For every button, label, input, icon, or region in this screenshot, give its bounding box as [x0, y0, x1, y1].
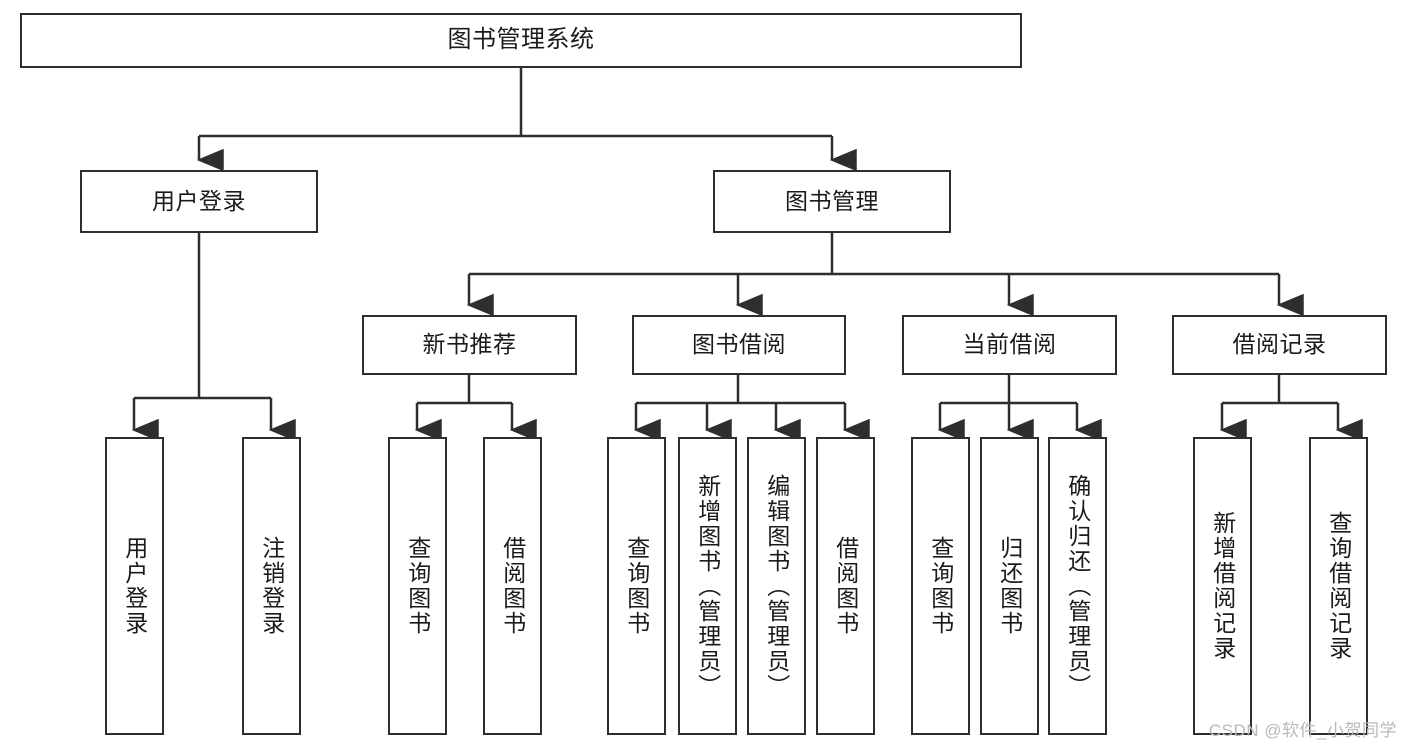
leaf-query-book-new[interactable]: 查询图书 — [388, 437, 447, 735]
leaf-confirm-return-admin[interactable]: 确认归还（管理员） — [1048, 437, 1107, 735]
leaf-query-borrow-record[interactable]: 查询借阅记录 — [1309, 437, 1368, 735]
node-book-management[interactable]: 图书管理 — [713, 170, 951, 233]
node-label: 查询借阅记录 — [1325, 511, 1352, 661]
node-label: 确认归还（管理员） — [1064, 473, 1091, 699]
node-user-login[interactable]: 用户登录 — [80, 170, 318, 233]
node-label: 新增借阅记录 — [1209, 511, 1236, 661]
node-label: 当前借阅 — [962, 331, 1057, 358]
node-book-borrow[interactable]: 图书借阅 — [632, 315, 846, 375]
node-root-book-management-system[interactable]: 图书管理系统 — [20, 13, 1022, 68]
leaf-add-borrow-record[interactable]: 新增借阅记录 — [1193, 437, 1252, 735]
node-new-book-recommendation[interactable]: 新书推荐 — [362, 315, 577, 375]
leaf-query-book[interactable]: 查询图书 — [607, 437, 666, 735]
watermark-text: CSDN @软件_小贺同学 — [1208, 721, 1397, 740]
node-current-borrow[interactable]: 当前借阅 — [902, 315, 1117, 375]
leaf-borrow-book-new[interactable]: 借阅图书 — [483, 437, 542, 735]
node-label: 图书管理 — [785, 187, 879, 214]
node-label: 新增图书（管理员） — [694, 473, 721, 699]
node-borrow-record[interactable]: 借阅记录 — [1172, 315, 1387, 375]
node-label: 查询图书 — [404, 536, 431, 636]
node-label: 注销登录 — [258, 536, 285, 636]
leaf-query-book-current[interactable]: 查询图书 — [911, 437, 970, 735]
node-label: 借阅图书 — [499, 536, 526, 636]
node-label: 图书借阅 — [692, 331, 786, 358]
node-label: 编辑图书（管理员） — [763, 473, 790, 699]
node-label: 借阅图书 — [832, 536, 859, 636]
node-label: 借阅记录 — [1232, 331, 1327, 358]
leaf-return-book[interactable]: 归还图书 — [980, 437, 1039, 735]
node-label: 用户登录 — [152, 187, 246, 214]
node-label: 新书推荐 — [422, 331, 517, 358]
node-label: 归还图书 — [996, 536, 1023, 636]
node-label: 图书管理系统 — [447, 26, 595, 54]
node-label: 查询图书 — [927, 536, 954, 636]
node-label: 用户登录 — [121, 536, 148, 636]
node-label: 查询图书 — [623, 536, 650, 636]
leaf-borrow-book[interactable]: 借阅图书 — [816, 437, 875, 735]
leaf-add-book-admin[interactable]: 新增图书（管理员） — [678, 437, 737, 735]
leaf-user-logout[interactable]: 注销登录 — [242, 437, 301, 735]
leaf-edit-book-admin[interactable]: 编辑图书（管理员） — [747, 437, 806, 735]
leaf-user-login[interactable]: 用户登录 — [105, 437, 164, 735]
